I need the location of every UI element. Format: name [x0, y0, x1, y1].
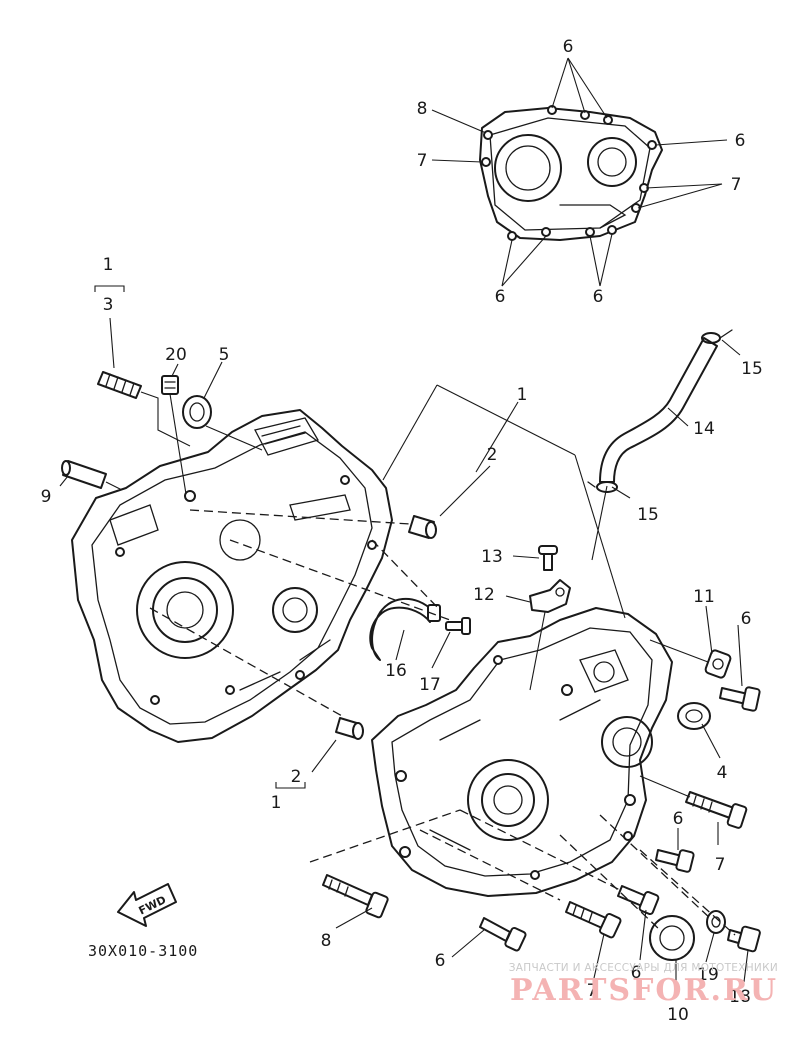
dowel-pin-upper	[408, 515, 437, 539]
callout-16: 16	[385, 661, 407, 681]
washer-19	[706, 910, 726, 934]
watermark-brand: PARTSFOR.RU	[510, 973, 778, 1008]
callout-6: 6	[593, 287, 604, 307]
oil-seal-10	[649, 915, 695, 961]
fwd-arrow: FWD	[117, 883, 177, 927]
callout-3: 3	[103, 295, 114, 315]
bolt-6-right	[719, 686, 761, 712]
hose-clamp-16	[369, 597, 441, 661]
callout-8: 8	[321, 931, 332, 951]
callout-2: 2	[487, 445, 498, 465]
stud-bolt	[97, 371, 191, 447]
callout-10: 10	[667, 1005, 689, 1025]
callout-1: 1	[517, 385, 528, 405]
callout-6: 6	[741, 609, 752, 629]
screw-13	[538, 545, 558, 571]
breather-hose-14	[591, 337, 718, 561]
callout-14: 14	[693, 419, 715, 439]
callout-12: 12	[473, 585, 495, 605]
dowel-pin-lower	[335, 717, 364, 740]
bolt-7-right	[639, 775, 748, 829]
alignment-lines	[149, 509, 736, 936]
callout-1: 1	[103, 255, 114, 275]
plug	[161, 375, 187, 495]
callout-7: 7	[731, 175, 742, 195]
callout-4: 4	[717, 763, 728, 783]
hose-clip-upper	[701, 329, 733, 344]
oil-seal-4	[677, 702, 711, 730]
callout-6: 6	[735, 131, 746, 151]
callout-labels: 6 8 7 6 7 6 6 1 3 20 5 9 1 2 15 14 15 13…	[41, 37, 763, 1025]
callout-1: 1	[271, 793, 282, 813]
callout-6: 6	[495, 287, 506, 307]
callout-9: 9	[41, 487, 52, 507]
watermark: ЗАПЧАСТИ И АКСЕССУАРЫ ДЛЯ МОТОТЕХНИКИ PA…	[509, 962, 778, 1008]
callout-11: 11	[693, 587, 715, 607]
left-crankcase-half	[71, 409, 393, 743]
callout-7: 7	[587, 981, 598, 1001]
callout-17: 17	[419, 675, 441, 695]
bolt-6-bottom-right	[617, 885, 660, 915]
bolt-7-bottom	[565, 901, 622, 939]
callout-13: 13	[481, 547, 503, 567]
bolt-6-bottom	[479, 917, 527, 952]
right-crankcase-half	[371, 607, 673, 897]
callout-8: 8	[417, 99, 428, 119]
bolt-pattern-inset	[431, 57, 728, 287]
watermark-tagline: ЗАПЧАСТИ И АКСЕССУАРЫ ДЛЯ МОТОТЕХНИКИ	[508, 962, 778, 974]
callout-5: 5	[219, 345, 230, 365]
leader-lines	[59, 285, 749, 998]
drawing-code: 30X010-3100	[88, 942, 198, 960]
breather-joint-12	[529, 579, 571, 691]
oil-seal-small	[182, 395, 263, 451]
callout-19: 19	[697, 965, 719, 985]
dowel-pin-9	[61, 460, 123, 491]
callout-6: 6	[563, 37, 574, 57]
callout-6: 6	[631, 963, 642, 983]
callout-15: 15	[637, 505, 659, 525]
drain-plug-18	[727, 925, 761, 953]
callout-2: 2	[291, 767, 302, 787]
cable-guide-11	[649, 639, 732, 679]
bolt-6-mid-right	[655, 849, 695, 873]
bolt-8-bottom	[322, 874, 389, 919]
callout-6: 6	[435, 951, 446, 971]
callout-7: 7	[417, 151, 428, 171]
callout-15: 15	[741, 359, 763, 379]
callout-18: 18	[729, 987, 751, 1007]
callout-7: 7	[715, 855, 726, 875]
screw-17	[445, 617, 471, 635]
hose-clip-lower	[587, 481, 618, 493]
callout-20: 20	[165, 345, 187, 365]
callout-6: 6	[673, 809, 684, 829]
